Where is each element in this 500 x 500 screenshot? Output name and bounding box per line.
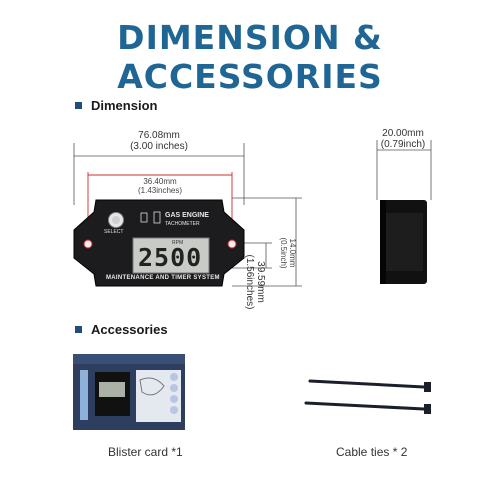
fuel-icon bbox=[140, 212, 148, 223]
bullet-square-icon bbox=[75, 326, 82, 333]
side-view-device bbox=[376, 140, 432, 284]
device-brand-line2: TACHOMETER bbox=[165, 221, 200, 227]
lcd-display-value: 2500 bbox=[138, 243, 203, 272]
device-brand-line1: GAS ENGINE bbox=[165, 212, 209, 219]
cable-ties bbox=[304, 379, 431, 414]
cable-ties-label: Cable ties * 2 bbox=[336, 445, 408, 459]
overall-width-mm: 76.08mm bbox=[138, 130, 180, 141]
height-in: (1.56inches) bbox=[244, 254, 255, 310]
hole-spacing-in: (1.43inches) bbox=[137, 186, 183, 195]
accessories-heading-label: Accessories bbox=[91, 322, 168, 337]
depth-label: 20.00mm (0.79inch) bbox=[363, 128, 443, 150]
dimension-section-heading: Dimension bbox=[75, 98, 157, 113]
height-mm: 39.59mm bbox=[255, 261, 266, 303]
mounting-hole-right bbox=[227, 239, 237, 249]
hole-spacing-mm: 36.40mm bbox=[143, 177, 177, 186]
tachometer-device bbox=[73, 199, 245, 287]
screen-height-mm: 14.0mm bbox=[288, 238, 297, 268]
depth-in: (0.79inch) bbox=[380, 139, 426, 150]
screen-height-label: 14.0mm (0.5inch) bbox=[279, 228, 297, 278]
lcd-screen bbox=[132, 237, 210, 274]
device-brand-label: GAS ENGINE TACHOMETER bbox=[165, 212, 209, 228]
hole-spacing-label: 36.40mm (1.43inches) bbox=[122, 177, 198, 195]
device-bottom-label: MAINTENANCE AND TIMER SYSTEM bbox=[106, 275, 220, 281]
overall-width-in: (3.00 inches) bbox=[130, 141, 188, 152]
accessories-section-heading: Accessories bbox=[75, 322, 168, 337]
blister-card-label: Blister card *1 bbox=[108, 445, 183, 459]
rpm-label: RPM bbox=[172, 240, 184, 246]
overall-width-label: 76.08mm (3.00 inches) bbox=[114, 130, 204, 152]
blister-card bbox=[73, 354, 185, 430]
page-title: DIMENSION & ACCESSORIES bbox=[117, 18, 383, 96]
dimension-heading-label: Dimension bbox=[91, 98, 158, 113]
screen-height-in: (0.5inch) bbox=[279, 237, 288, 269]
height-dimension-line bbox=[232, 197, 302, 287]
depth-mm: 20.00mm bbox=[382, 128, 424, 139]
select-label: SELECT bbox=[104, 229, 124, 235]
overall-width-dimension-line bbox=[73, 143, 245, 205]
height-label: 39.59mm (1.56inches) bbox=[244, 237, 266, 327]
bullet-square-icon bbox=[75, 102, 82, 109]
phone-icon bbox=[153, 211, 161, 224]
mounting-hole-left bbox=[83, 239, 93, 249]
